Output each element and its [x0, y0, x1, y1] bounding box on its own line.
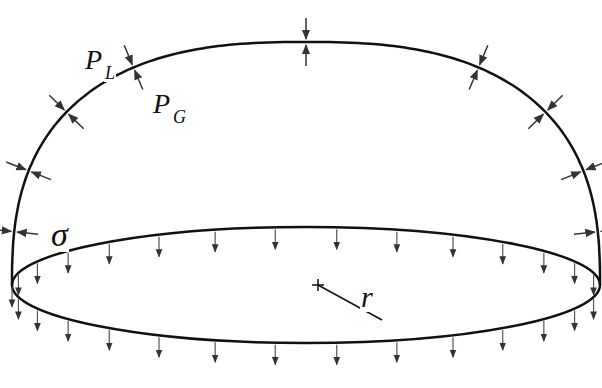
surface-tension-arrow [574, 311, 575, 331]
surface-tension-arrow [109, 244, 110, 264]
outer-pressure-arrow [305, 18, 307, 39]
surface-tension-arrow [158, 237, 159, 257]
surface-tension-arrow [543, 321, 544, 341]
surface-tension-arrow [68, 253, 69, 273]
surface-tension-arrow [336, 229, 337, 249]
pressure-symbol: P [152, 90, 171, 118]
outer-pressure-arrow [586, 162, 602, 170]
surface-tension-arrow [18, 299, 19, 319]
surface-tension-arrow [396, 342, 397, 362]
surface-tension-arrow [396, 232, 397, 252]
surface-tension-arrow [215, 232, 216, 252]
pressure-subscript: L [104, 64, 116, 82]
surface-tension-arrow [18, 275, 19, 295]
surface-tension-arrow [452, 337, 453, 357]
surface-tension-arrow [574, 263, 575, 283]
surface-tension-arrow [11, 287, 12, 307]
pressure-symbol: P [84, 46, 103, 74]
outer-pressure-arrow [601, 229, 602, 231]
inner-pressure-arrow [528, 114, 543, 129]
inner-pressure-arrow [469, 70, 477, 89]
surface-tension-arrow [68, 321, 69, 341]
surface-tension-arrow [593, 299, 594, 319]
surface-tension-arrow [215, 342, 216, 362]
base-ellipse [12, 227, 600, 343]
pressure-subscript: G [172, 108, 187, 126]
surface-tension-arrow [502, 244, 503, 264]
surface-tension-symbol: σ [50, 218, 69, 252]
inner-pressure-arrow [31, 172, 51, 180]
outer-pressure-arrow [0, 229, 11, 231]
inner-pressure-arrow [305, 45, 307, 66]
radius-label: r [360, 282, 374, 312]
surface-tension-arrow [158, 337, 159, 357]
inner-pressure-arrow [561, 172, 581, 180]
surface-tension-arrow [275, 229, 276, 249]
surface-tension-arrow [452, 237, 453, 257]
surface-tension-arrow [275, 345, 276, 365]
surface-tension-arrow [502, 330, 503, 350]
surface-tension-arrow [37, 311, 38, 331]
inner-pressure-arrow [17, 232, 38, 234]
surface-tension-arrow [593, 275, 594, 295]
inner-pressure-arrow [69, 114, 84, 129]
surface-tension-arrow [109, 330, 110, 350]
outer-pressure-arrow [124, 45, 132, 64]
inner-pressure-arrow [574, 232, 595, 234]
surface-tension-arrow [543, 253, 544, 273]
outer-pressure-arrow [548, 95, 563, 110]
inner-pressure-arrow [135, 70, 143, 89]
surface-tension-arrow [336, 345, 337, 365]
outer-pressure-arrow [6, 162, 26, 170]
outer-pressure-arrow [49, 95, 64, 110]
surface-tension-arrow [37, 263, 38, 283]
bubble-dome [12, 42, 600, 285]
outer-pressure-arrow [480, 45, 488, 64]
